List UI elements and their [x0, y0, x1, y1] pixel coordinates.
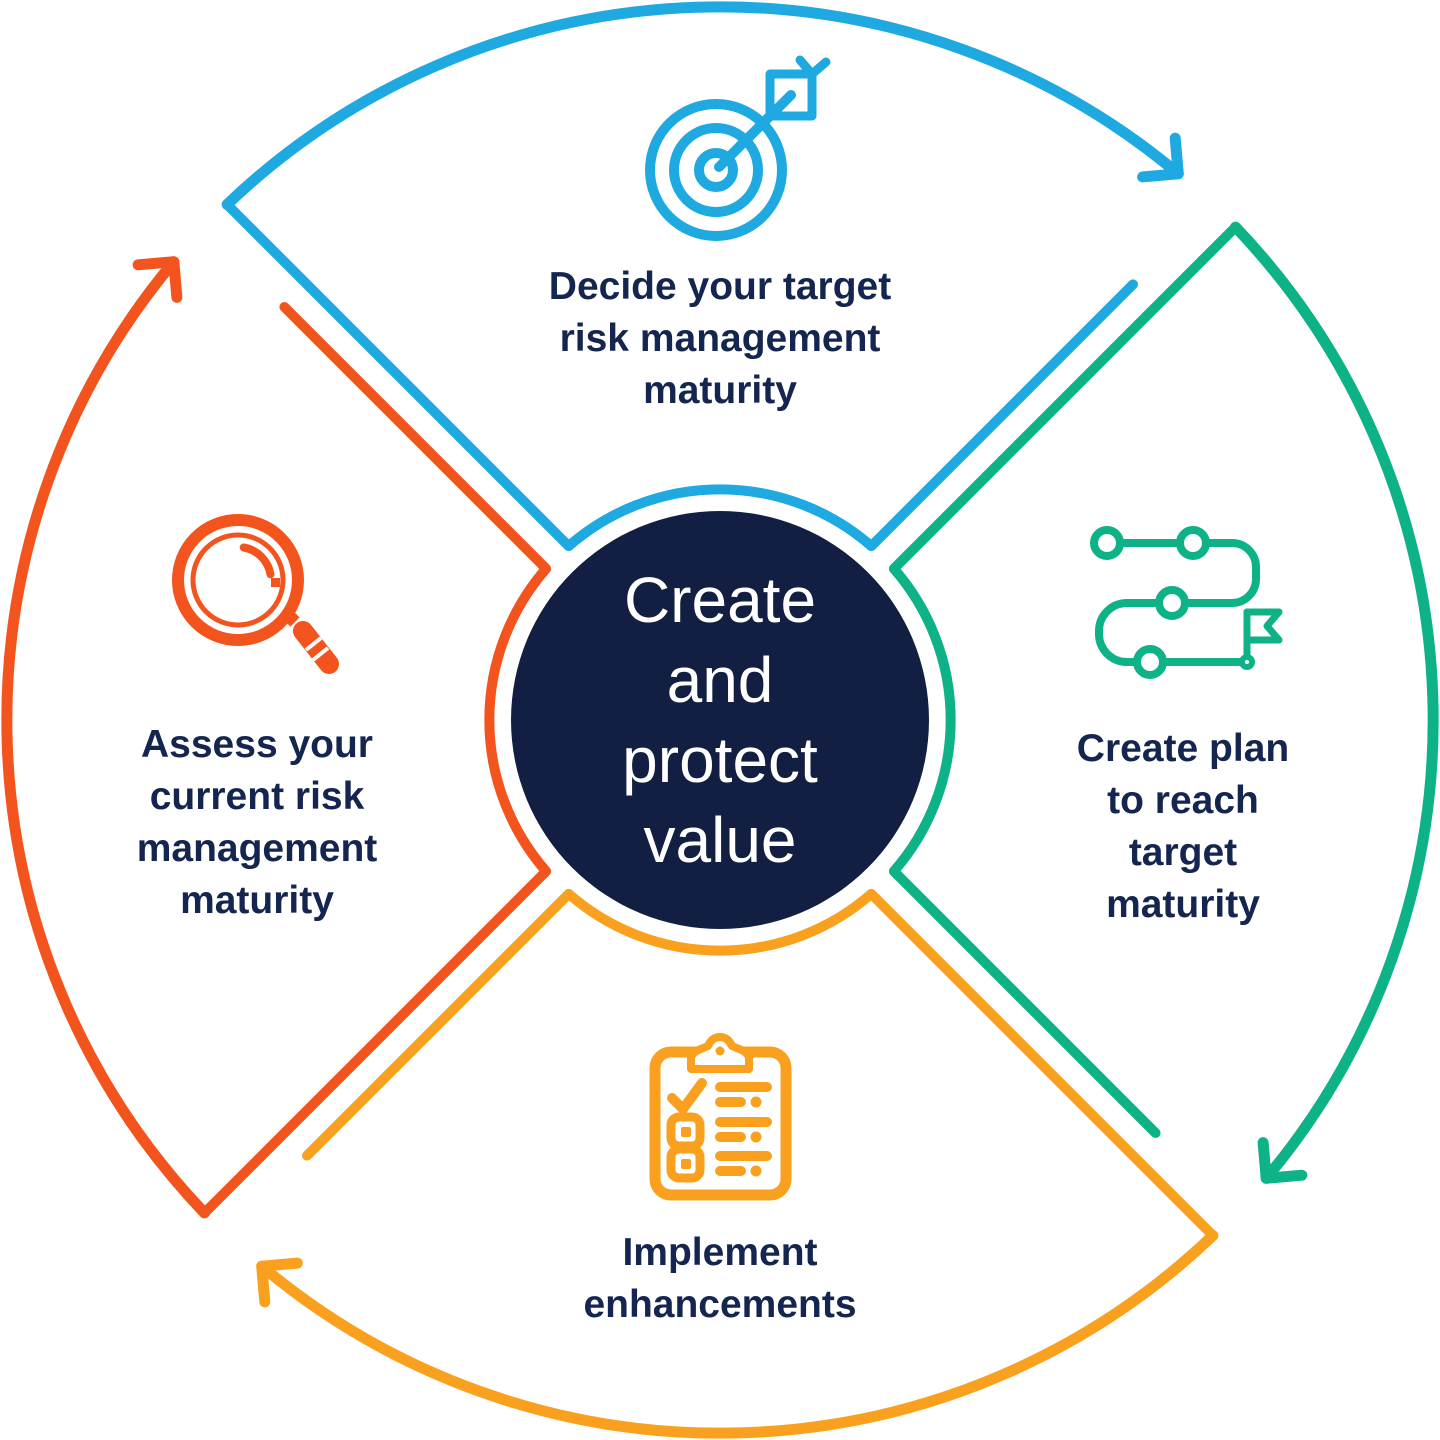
label-line: Decide your target — [548, 265, 892, 308]
magnifier-icon — [172, 514, 339, 674]
route-node — [1176, 526, 1210, 560]
label-line: maturity — [643, 369, 797, 412]
route-node — [1090, 526, 1124, 560]
checkbox — [666, 1144, 705, 1183]
quadrant-label-top: Decide your target risk management matur… — [510, 261, 930, 417]
label-line: current risk — [149, 775, 365, 818]
target-dart-icon — [645, 55, 831, 241]
list-dot — [750, 1131, 762, 1143]
label-line: maturity — [1106, 883, 1260, 926]
target-inner-ring — [694, 148, 738, 192]
magnifier-handle — [293, 621, 339, 674]
label-line: risk management — [559, 317, 881, 360]
flag-pennant — [1243, 608, 1283, 644]
label-line: management — [136, 827, 378, 870]
label-line: Assess your — [141, 723, 373, 766]
checkbox-fill — [681, 1159, 691, 1169]
center-label-line: Create — [623, 564, 817, 636]
quadrant-outlines — [199, 199, 1241, 1241]
checkbox-fill — [681, 1127, 691, 1137]
dart-fletching — [795, 55, 831, 79]
label-line: enhancements — [583, 1283, 857, 1326]
label-line: target — [1128, 831, 1238, 874]
center-label-line: and — [666, 644, 774, 716]
lens-glint-dot — [271, 578, 280, 587]
checkmark — [667, 1078, 707, 1114]
left-quadrant-outline — [199, 302, 552, 1218]
center-label-line: protect — [622, 724, 818, 796]
top-quadrant-outline — [222, 199, 1138, 552]
list-dot — [750, 1096, 762, 1108]
dart-flight — [765, 69, 817, 121]
flow-arrow-top — [221, 1, 1184, 210]
dart-shaft — [714, 90, 796, 172]
lens-outer-ring — [172, 514, 304, 646]
label-line: Implement — [622, 1231, 818, 1274]
list-dot — [750, 1165, 762, 1177]
clipboard-checklist-icon — [649, 1033, 792, 1201]
center-circle — [511, 511, 929, 929]
label-line: to reach — [1107, 779, 1259, 822]
right-quadrant-outline — [888, 222, 1241, 1138]
flow-arrow-left — [1, 256, 210, 1219]
label-line: maturity — [180, 879, 334, 922]
quadrant-label-right: Create plan to reach target maturity — [1013, 723, 1353, 931]
flow-arrow-right — [1230, 221, 1439, 1184]
bottom-quadrant-outline — [302, 888, 1218, 1241]
lens-glare-arc — [239, 543, 275, 579]
flow-arrow-bottom — [256, 1230, 1219, 1439]
center-label-line: value — [643, 804, 797, 876]
route-node — [1155, 586, 1189, 620]
handle-hatch — [311, 646, 330, 662]
route-node — [1133, 645, 1167, 679]
handle-stub — [280, 607, 300, 627]
route-flag-icon — [1090, 526, 1283, 679]
handle-hatch — [304, 636, 323, 652]
clip-dot — [715, 1046, 725, 1056]
lens-inner-ring — [190, 532, 286, 628]
center-label: Create and protect value — [520, 560, 920, 880]
target-middle-ring — [669, 123, 763, 217]
quadrant-label-bottom: Implement enhancements — [510, 1227, 930, 1331]
quadrant-label-left: Assess your current risk management matu… — [87, 719, 427, 927]
label-line: Create plan — [1076, 727, 1290, 770]
target-outer-ring — [645, 99, 787, 241]
